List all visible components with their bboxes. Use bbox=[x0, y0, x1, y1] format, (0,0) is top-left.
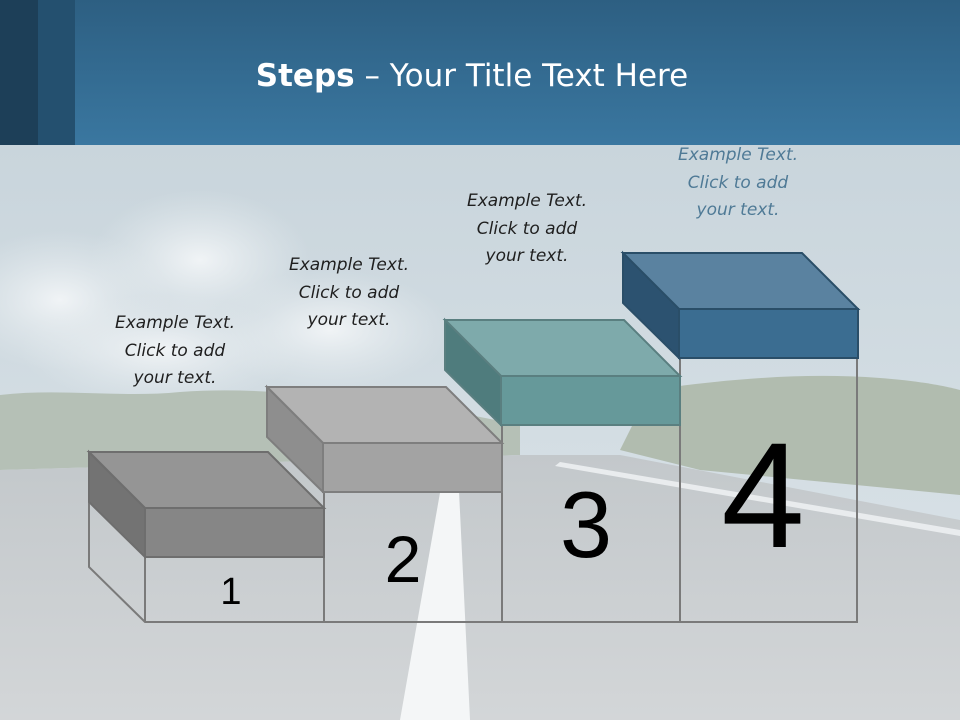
step-1-caption[interactable]: Example Text. Click to add your text. bbox=[114, 313, 236, 388]
step-4-caption[interactable]: Example Text. Click to add your text. bbox=[677, 145, 799, 220]
header-accent bbox=[38, 0, 75, 145]
header-bar bbox=[0, 0, 960, 145]
header-accent-dark bbox=[0, 0, 38, 145]
step-3-caption[interactable]: Example Text. Click to add your text. bbox=[466, 191, 588, 266]
step-1-block[interactable] bbox=[86, 449, 327, 560]
title-bold: Steps bbox=[255, 58, 355, 94]
title-rest: – Your Title Text Here bbox=[354, 58, 689, 94]
step-4-number: 4 bbox=[721, 411, 805, 579]
slide-title[interactable]: Steps – Your Title Text Here bbox=[0, 56, 944, 96]
step-2-caption[interactable]: Example Text. Click to add your text. bbox=[288, 255, 410, 330]
step-3-number: 3 bbox=[559, 472, 613, 577]
step-1-number: 1 bbox=[220, 571, 242, 613]
step-4-block[interactable] bbox=[620, 250, 861, 361]
step-2-block[interactable] bbox=[264, 384, 505, 495]
step-2-number: 2 bbox=[384, 522, 422, 596]
step-3-block[interactable] bbox=[442, 317, 683, 428]
